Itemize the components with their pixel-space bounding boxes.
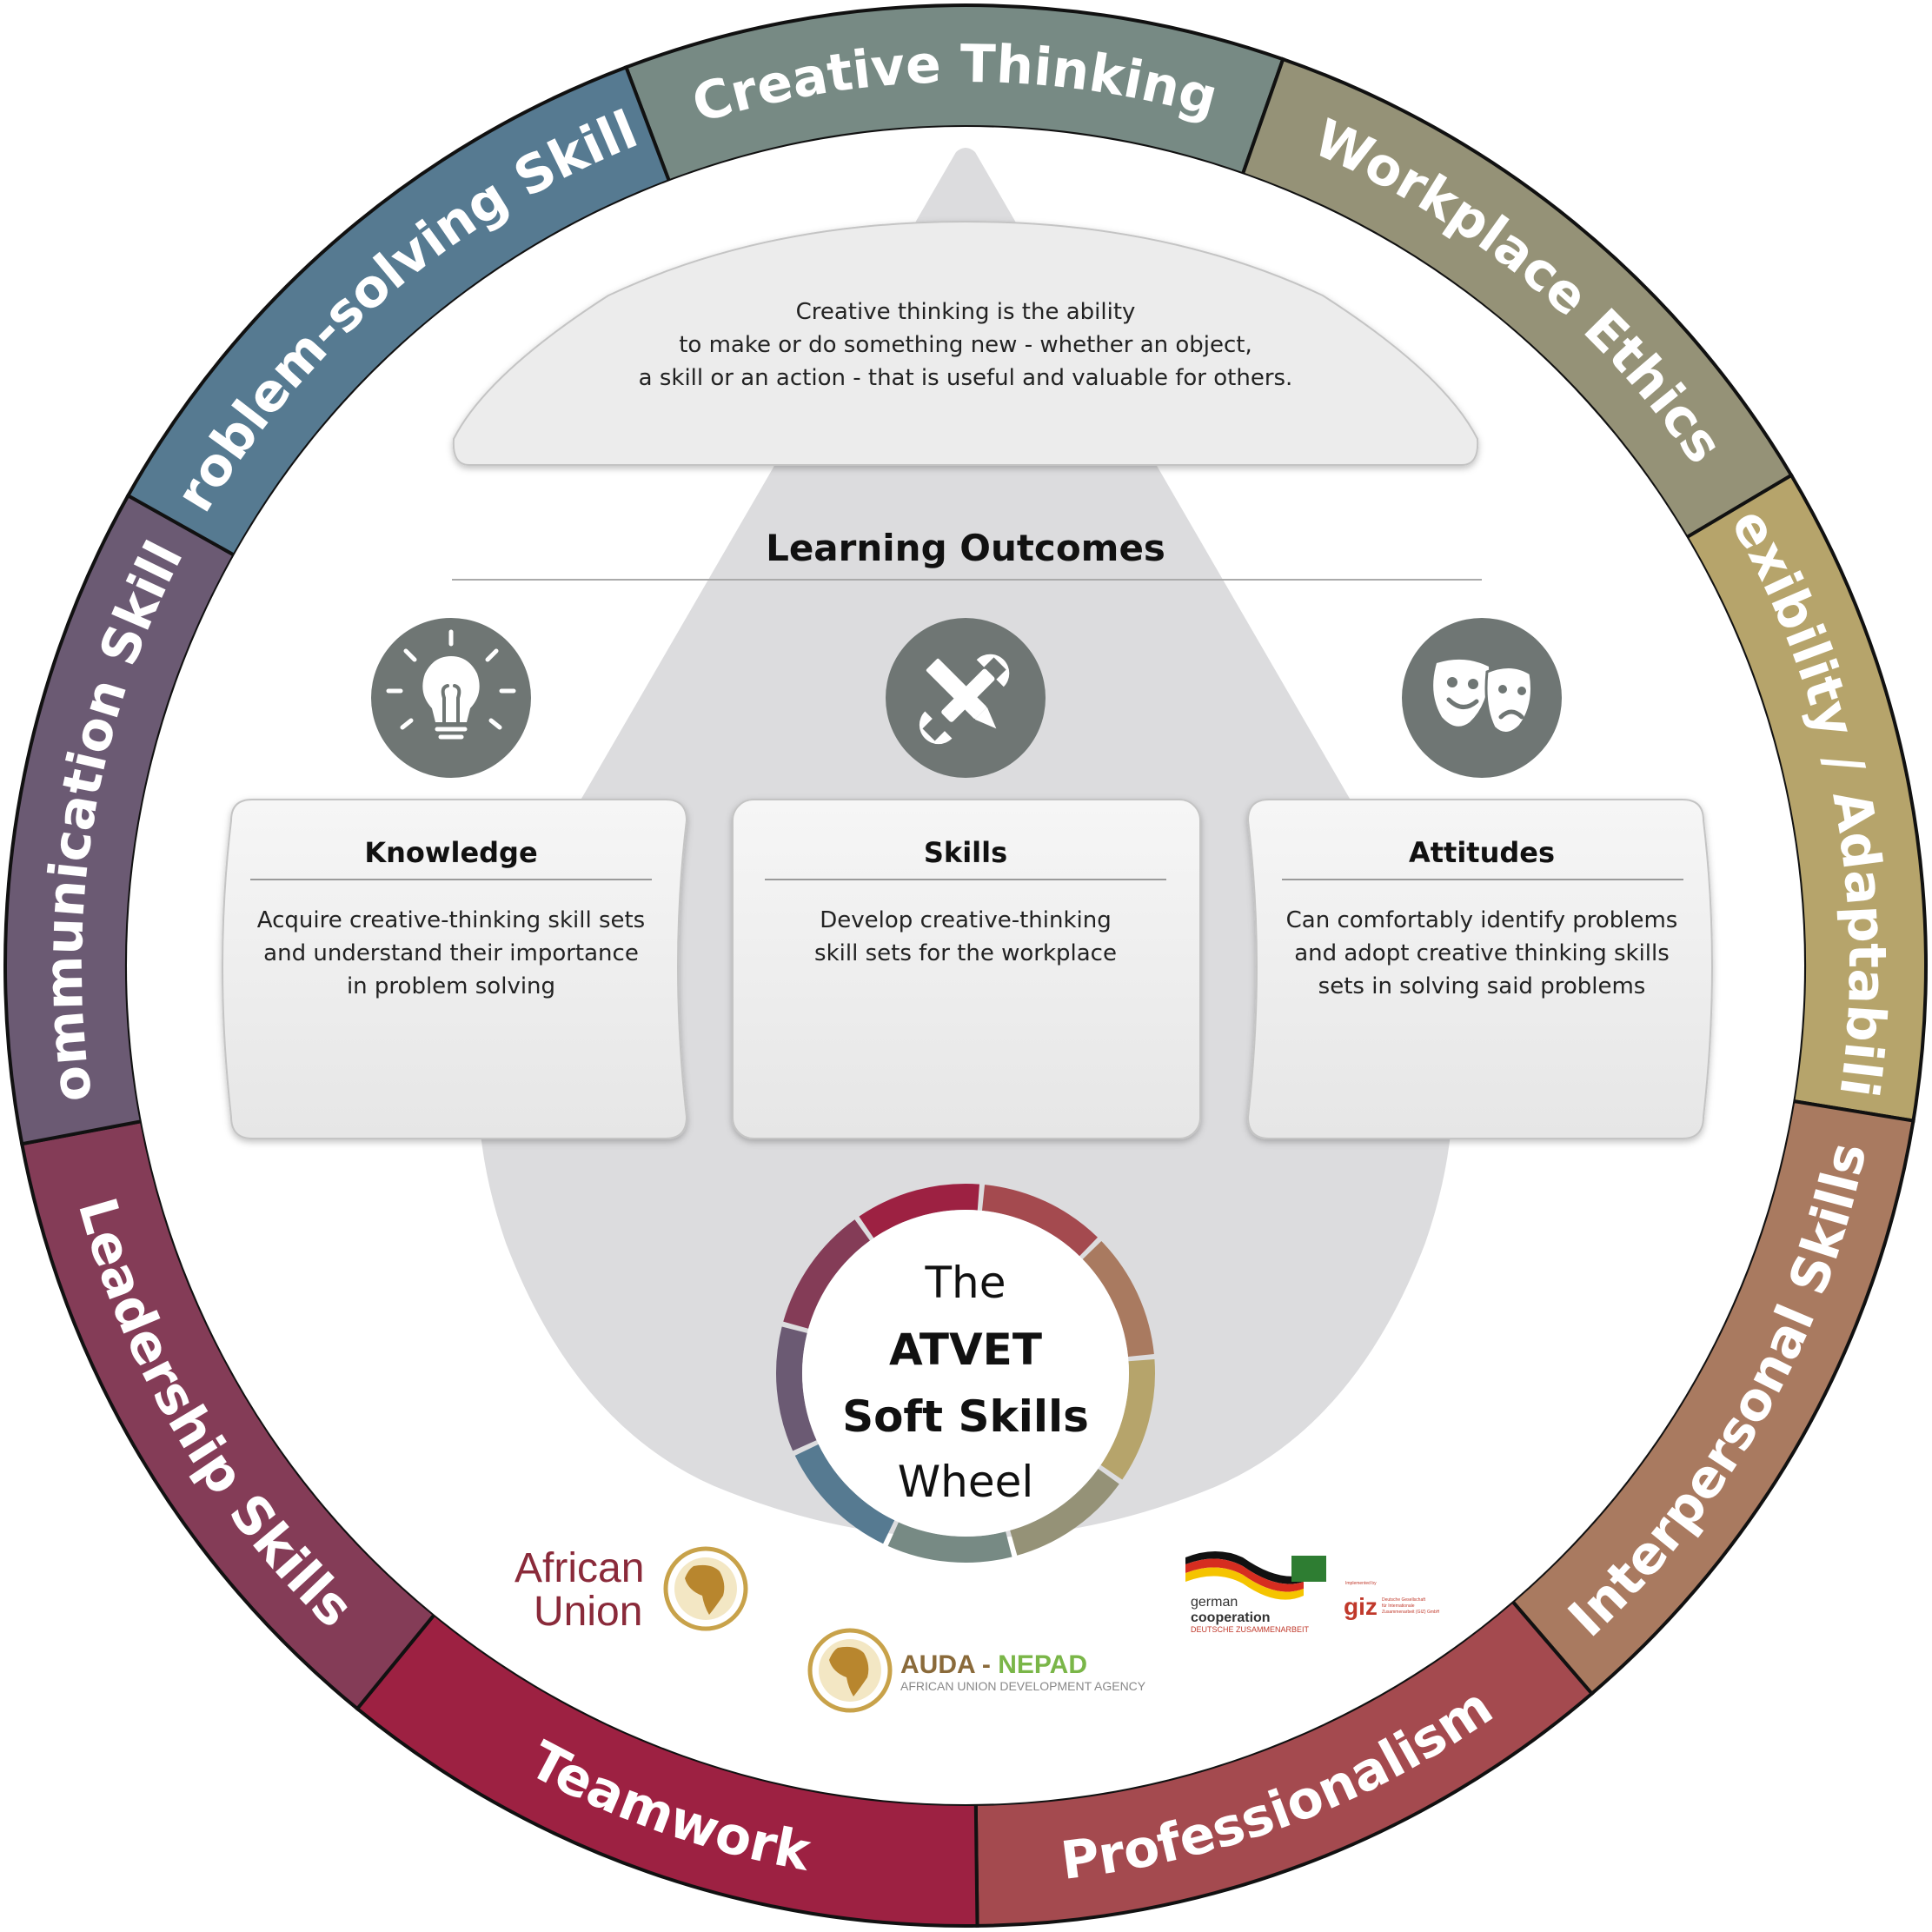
african-union-line-2: Union (534, 1589, 642, 1635)
definition-line-3: a skill or an action - that is useful an… (639, 365, 1293, 391)
german-cooperation-logo: german cooperation DEUTSCHE ZUSAMMENARBE… (1185, 1551, 1326, 1634)
mini-ring-segment-3 (1100, 1359, 1155, 1480)
mini-ring-segment-0 (859, 1184, 979, 1238)
attitudes-card: Attitudes Can comfortably identify probl… (1246, 799, 1713, 1139)
theater-masks-icon (1402, 618, 1562, 778)
mini-ring-segment-4 (1010, 1468, 1119, 1556)
definition-line-1: Creative thinking is the ability (796, 299, 1136, 325)
au-flag-icon (1291, 1556, 1326, 1582)
african-union-logo: African Union (515, 1545, 748, 1635)
african-union-line-1: African (515, 1545, 644, 1591)
mini-ring-segment-7 (775, 1326, 817, 1451)
mini-ring-segment-2 (1082, 1241, 1154, 1358)
skills-line-2: skill sets for the workplace (814, 940, 1117, 966)
center-line-atvet: ATVET (889, 1325, 1042, 1375)
nepad-text: NEPAD (998, 1650, 1087, 1679)
center-mini-wheel (775, 1184, 1155, 1563)
african-union-emblem (663, 1546, 748, 1631)
giz-wordmark: giz (1344, 1593, 1378, 1620)
attitudes-line-3: sets in solving said problems (1318, 973, 1646, 999)
knowledge-line-1: Acquire creative-thinking skill sets (257, 907, 645, 933)
mini-ring-segment-8 (783, 1219, 871, 1329)
learning-outcomes-heading: Learning Outcomes (766, 527, 1165, 569)
auda-nepad-title: AUDA - NEPAD (900, 1650, 1087, 1679)
giz-sub-1: Deutsche Gesellschaft (1382, 1597, 1426, 1603)
attitudes-title: Attitudes (1409, 836, 1555, 869)
attitudes-line-2: and adopt creative thinking skills (1294, 940, 1670, 966)
skills-title: Skills (924, 836, 1007, 869)
german-cooperation-subtitle: DEUTSCHE ZUSAMMENARBEIT (1191, 1625, 1310, 1634)
auda-nepad-logo: AUDA - NEPAD AFRICAN UNION DEVELOPMENT A… (807, 1628, 1146, 1713)
attitudes-line-1: Can comfortably identify problems (1286, 907, 1678, 933)
auda-nepad-subtitle: AFRICAN UNION DEVELOPMENT AGENCY (900, 1679, 1146, 1693)
outer-ring (3, 3, 1928, 1928)
german-cooperation-line-2: cooperation (1191, 1610, 1271, 1625)
knowledge-line-3: in problem solving (347, 973, 555, 999)
giz-logo: Implemented by giz Deutsche Gesellschaft… (1344, 1581, 1440, 1620)
center-line-wheel: Wheel (898, 1457, 1034, 1507)
lightbulb-icon (371, 618, 531, 778)
auda-nepad-emblem (807, 1628, 893, 1713)
tools-icon (886, 618, 1046, 778)
giz-sub-3: Zusammenarbeit (GIZ) GmbH (1382, 1610, 1440, 1615)
mini-ring-segment-1 (981, 1185, 1098, 1257)
knowledge-title: Knowledge (364, 836, 537, 869)
mini-ring-segment-6 (794, 1444, 895, 1544)
german-cooperation-line-1: german (1191, 1595, 1238, 1610)
knowledge-line-2: and understand their importance (263, 940, 639, 966)
skills-card: Skills Develop creative-thinking skill s… (732, 799, 1201, 1139)
definition-banner (452, 220, 1479, 466)
giz-sub-2: für Internationale (1382, 1603, 1415, 1609)
giz-implemented-by: Implemented by (1345, 1581, 1377, 1586)
knowledge-card: Knowledge Acquire creative-thinking skil… (222, 799, 688, 1139)
auda-text: AUDA - (900, 1650, 998, 1679)
definition-line-2: to make or do something new - whether an… (679, 332, 1252, 358)
mini-ring-segment-5 (887, 1522, 1012, 1563)
skills-line-1: Develop creative-thinking (820, 907, 1111, 933)
center-line-soft-skills: Soft Skills (842, 1391, 1089, 1442)
center-line-the: The (925, 1258, 1006, 1308)
center-disc (802, 1210, 1129, 1537)
